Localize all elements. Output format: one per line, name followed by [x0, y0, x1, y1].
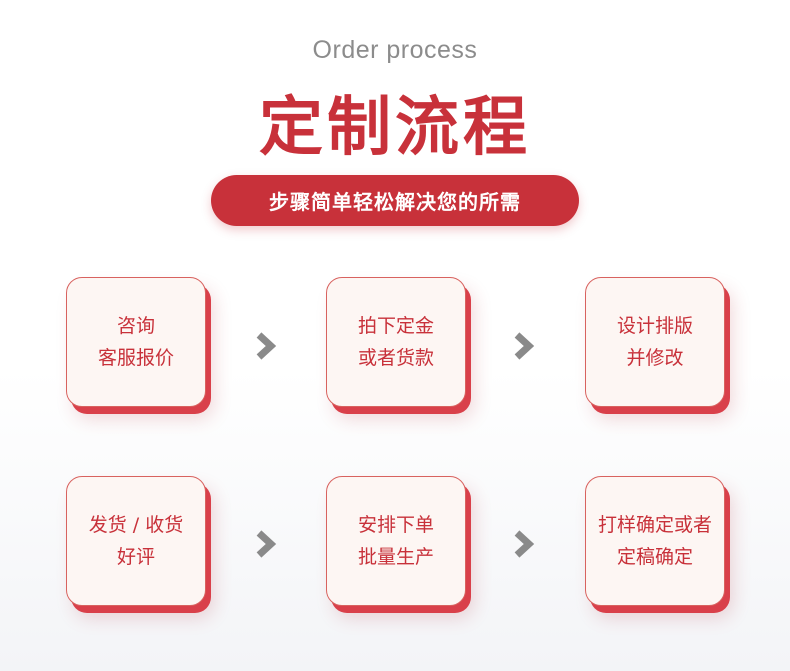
- step-2-line-1: 拍下定金: [357, 315, 434, 337]
- page-title: 定制流程: [259, 91, 531, 165]
- subtitle-en: Order process: [312, 36, 478, 64]
- step-6-line-2: 定稿确定: [616, 546, 693, 568]
- step-4-line-1: 发货 / 收货: [88, 514, 184, 536]
- step-5-box: 安排下单 批量生产: [326, 476, 466, 606]
- step-4-line-2: 好评: [116, 546, 155, 568]
- step-5-line-1: 安排下单: [357, 514, 434, 536]
- chevron-right-icon: [256, 332, 277, 360]
- step-4-box: 发货 / 收货 好评: [66, 476, 206, 606]
- step-1-box: 咨询 客服报价: [66, 277, 206, 407]
- step-3-line-1: 设计排版: [616, 315, 693, 337]
- tagline-pill: 步骤简单轻松解决您的所需: [211, 175, 579, 226]
- step-1-line-1: 咨询: [116, 315, 155, 337]
- step-3-box: 设计排版 并修改: [585, 277, 725, 407]
- step-3-line-2: 并修改: [626, 347, 684, 369]
- step-2-line-2: 或者货款: [357, 347, 434, 369]
- step-2-box: 拍下定金 或者货款: [326, 277, 466, 407]
- tagline-text: 步骤简单轻松解决您的所需: [269, 190, 521, 214]
- chevron-right-icon: [514, 530, 535, 558]
- step-5-line-2: 批量生产: [357, 546, 434, 568]
- chevron-right-icon: [256, 530, 277, 558]
- step-6-box: 打样确定或者 定稿确定: [585, 476, 725, 606]
- chevron-right-icon: [514, 332, 535, 360]
- step-6-line-1: 打样确定或者: [597, 514, 712, 536]
- step-1-line-2: 客服报价: [97, 347, 174, 369]
